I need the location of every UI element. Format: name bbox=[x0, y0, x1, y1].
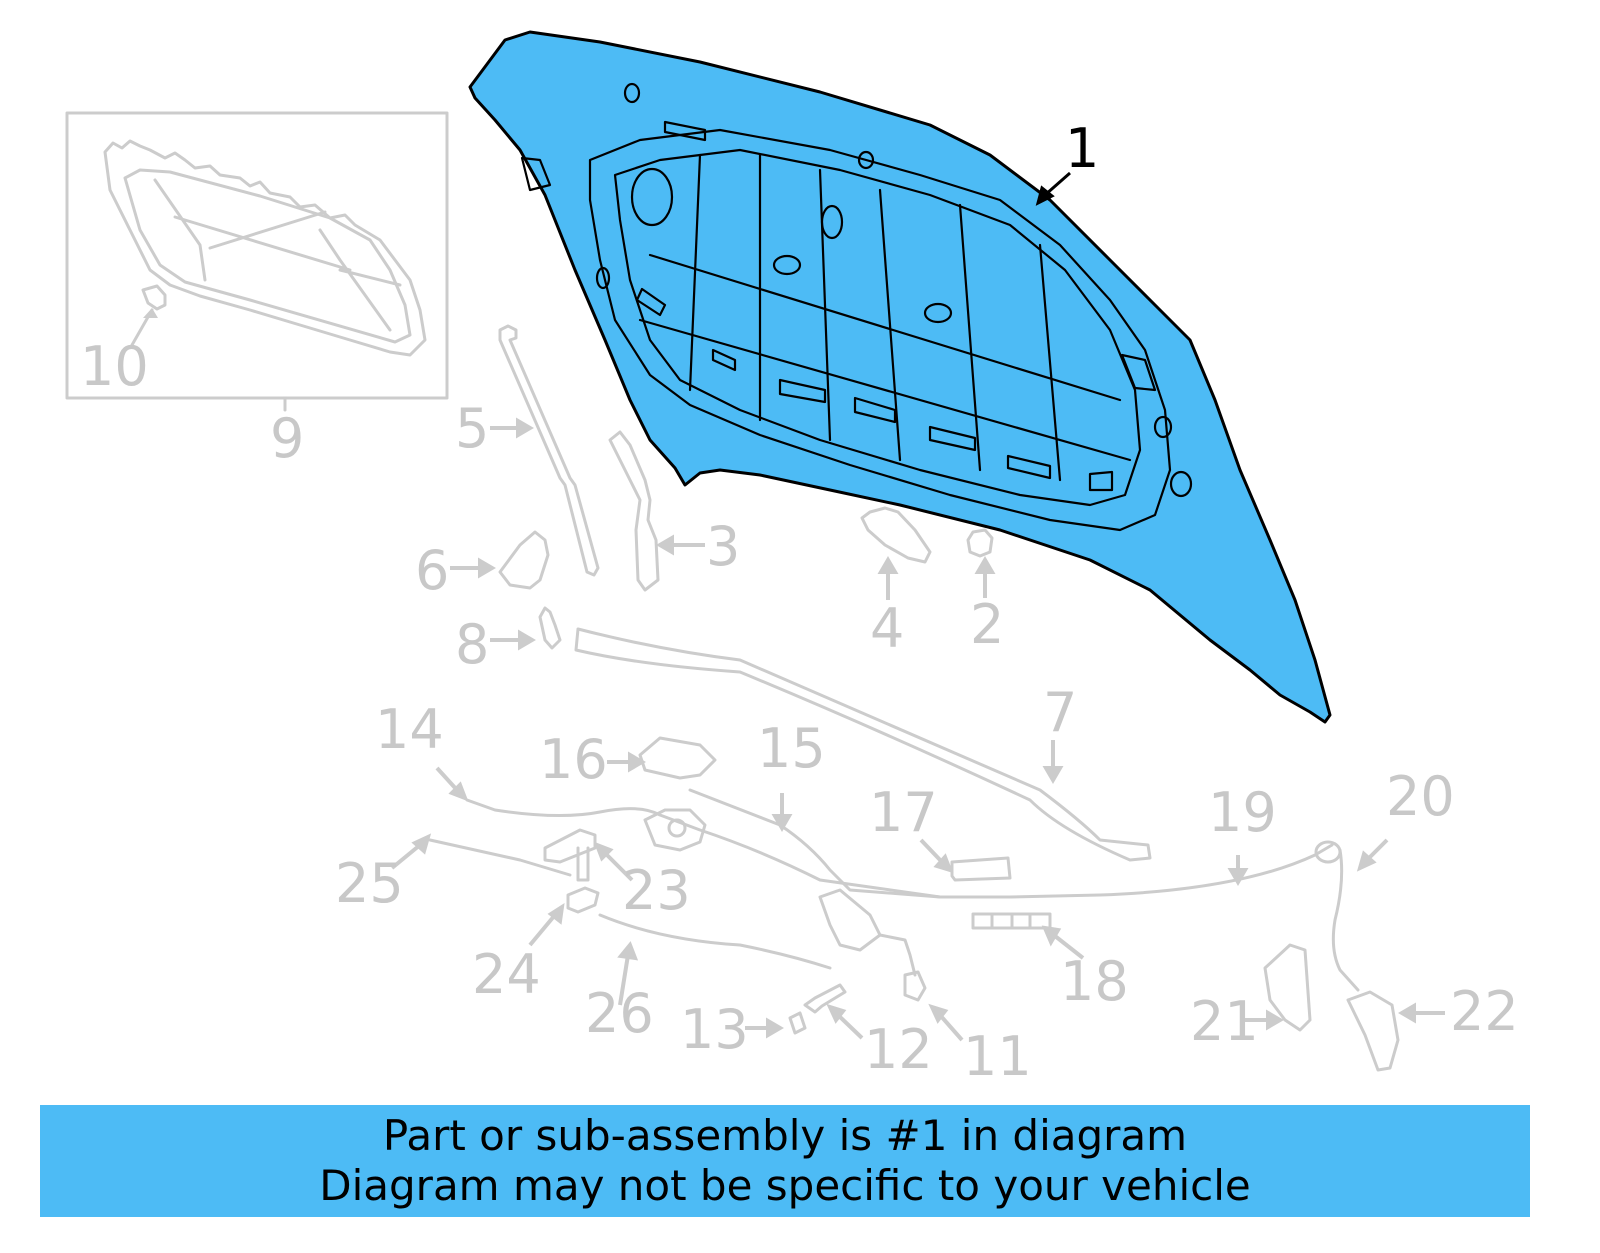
latch-striker-4[interactable] bbox=[860, 506, 932, 564]
insulator-pad-inset bbox=[65, 111, 449, 412]
callout-25[interactable]: 25 bbox=[335, 852, 404, 915]
hood-hinge[interactable] bbox=[608, 430, 660, 592]
handle-23[interactable] bbox=[543, 828, 597, 882]
callout-14[interactable]: 14 bbox=[375, 698, 444, 761]
bolt-12[interactable] bbox=[803, 983, 847, 1014]
banner-line-disclaimer: Diagram may not be specific to your vehi… bbox=[319, 1161, 1251, 1210]
callout-16[interactable]: 16 bbox=[539, 728, 608, 791]
callout-6[interactable]: 6 bbox=[415, 539, 450, 602]
banner-line-part-number: Part or sub-assembly is #1 in diagram bbox=[382, 1111, 1188, 1160]
hood-latch[interactable] bbox=[818, 888, 927, 1002]
callout-24[interactable]: 24 bbox=[472, 943, 541, 1006]
callout-11[interactable]: 11 bbox=[963, 1025, 1032, 1088]
clip-18[interactable] bbox=[971, 912, 1052, 930]
callout-3[interactable]: 3 bbox=[706, 515, 741, 578]
callout-5[interactable]: 5 bbox=[455, 397, 490, 460]
callout-15[interactable]: 15 bbox=[757, 717, 826, 780]
callout-13[interactable]: 13 bbox=[680, 998, 749, 1061]
callout-20[interactable]: 20 bbox=[1386, 765, 1455, 828]
bumper-stop[interactable] bbox=[498, 530, 550, 590]
callout-22[interactable]: 22 bbox=[1450, 980, 1519, 1043]
callout-4[interactable]: 4 bbox=[870, 597, 905, 660]
callout-7[interactable]: 7 bbox=[1043, 681, 1078, 744]
callout-12[interactable]: 12 bbox=[864, 1018, 933, 1081]
release-cables[interactable] bbox=[428, 788, 1360, 992]
nut-13[interactable] bbox=[788, 1011, 807, 1035]
clip-8[interactable] bbox=[538, 606, 562, 650]
callout-1[interactable]: 1 bbox=[1065, 117, 1100, 180]
callout-17[interactable]: 17 bbox=[869, 781, 938, 844]
latch-22[interactable] bbox=[1346, 990, 1400, 1072]
leader-arrows bbox=[390, 171, 1445, 1042]
bracket-24[interactable] bbox=[566, 886, 600, 914]
callout-9[interactable]: 9 bbox=[270, 407, 305, 470]
hood-strut[interactable] bbox=[498, 324, 600, 577]
hood-panel[interactable] bbox=[468, 30, 1332, 724]
callout-23[interactable]: 23 bbox=[622, 859, 691, 922]
callout-21[interactable]: 21 bbox=[1190, 990, 1259, 1053]
release-handle-assembly[interactable] bbox=[643, 808, 707, 852]
hood-seal[interactable] bbox=[574, 627, 1152, 862]
callout-26[interactable]: 26 bbox=[585, 982, 654, 1045]
bracket-16[interactable] bbox=[638, 736, 717, 780]
bumper-2[interactable] bbox=[966, 528, 994, 558]
callout-19[interactable]: 19 bbox=[1208, 781, 1277, 844]
callout-18[interactable]: 18 bbox=[1060, 950, 1129, 1013]
clip-17[interactable] bbox=[950, 856, 1012, 882]
info-banner: Part or sub-assembly is #1 in diagram Di… bbox=[40, 1105, 1530, 1217]
bracket-21[interactable] bbox=[1263, 943, 1312, 1032]
callout-8[interactable]: 8 bbox=[455, 613, 490, 676]
callout-2[interactable]: 2 bbox=[970, 593, 1005, 656]
callout-10[interactable]: 10 bbox=[80, 335, 149, 398]
